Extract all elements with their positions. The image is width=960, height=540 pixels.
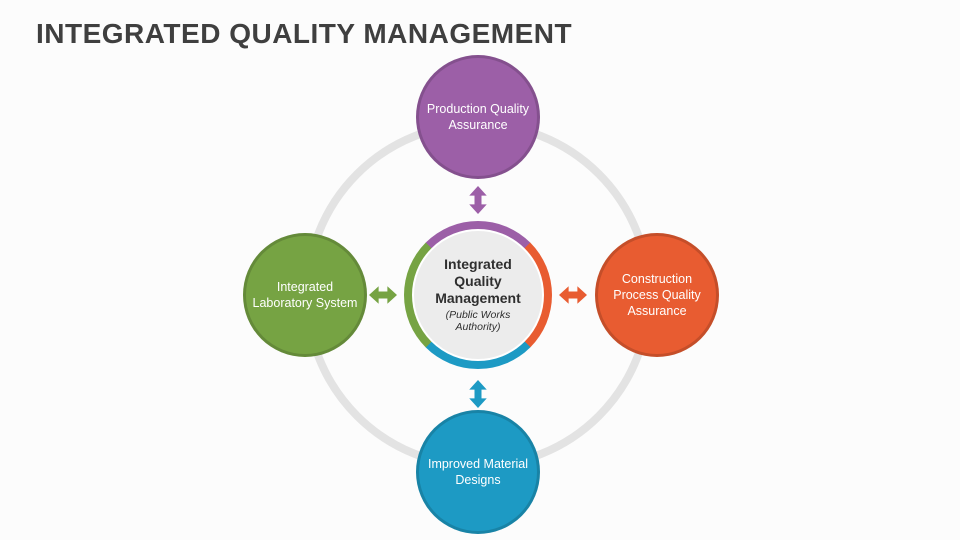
center-title: Integrated Quality Management bbox=[435, 256, 521, 306]
node-improved-material-designs: Improved Material Designs bbox=[416, 410, 540, 534]
double-arrow-top-icon bbox=[469, 186, 487, 214]
double-arrow-left-shape bbox=[369, 286, 397, 304]
double-arrow-bottom-icon bbox=[469, 380, 487, 408]
node-integrated-laboratory-system: Integrated Laboratory System bbox=[243, 233, 367, 357]
page-title: INTEGRATED QUALITY MANAGEMENT bbox=[36, 18, 573, 49]
center-circle-inner: Integrated Quality Management (Public Wo… bbox=[412, 229, 544, 361]
node-production-quality-assurance: Production Quality Assurance bbox=[416, 55, 540, 179]
node-label-production-quality-assurance: Production Quality Assurance bbox=[426, 101, 530, 132]
double-arrow-right-shape bbox=[559, 286, 587, 304]
node-label-improved-material-designs: Improved Material Designs bbox=[427, 456, 529, 487]
node-label-integrated-laboratory-system: Integrated Laboratory System bbox=[252, 279, 358, 310]
node-construction-process-quality-assurance: Construction Process Quality Assurance bbox=[595, 233, 719, 357]
double-arrow-right-icon bbox=[559, 286, 587, 304]
double-arrow-bottom-shape bbox=[469, 380, 487, 408]
double-arrow-top-shape bbox=[469, 186, 487, 214]
center-subtitle: (Public Works Authority) bbox=[445, 308, 511, 334]
node-label-construction-process-quality-assurance: Construction Process Quality Assurance bbox=[613, 271, 701, 319]
double-arrow-left-icon bbox=[369, 286, 397, 304]
center-circle: Integrated Quality Management (Public Wo… bbox=[404, 221, 552, 369]
